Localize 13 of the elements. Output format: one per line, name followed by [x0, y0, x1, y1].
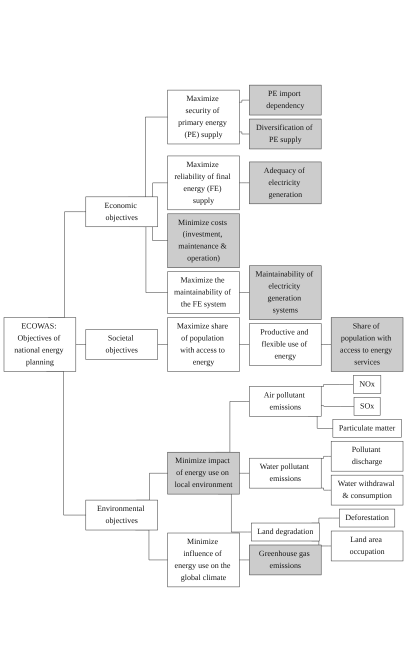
connector [320, 405, 354, 407]
connector [239, 100, 250, 102]
connector [239, 182, 250, 184]
connector [239, 344, 250, 345]
connector [239, 132, 250, 134]
connector [157, 344, 168, 345]
connector [239, 472, 250, 474]
connector [320, 384, 354, 387]
connector [76, 344, 86, 345]
connector [320, 488, 332, 490]
connector [320, 344, 332, 345]
connector [239, 292, 250, 293]
connector [320, 456, 332, 459]
